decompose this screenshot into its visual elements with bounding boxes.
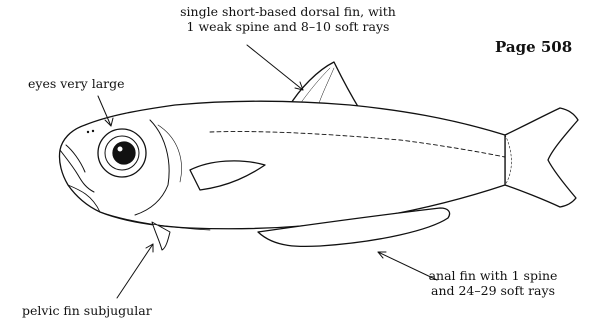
- pelvic-fin-label: pelvic fin subjugular: [22, 303, 152, 318]
- dorsal-fin-label-line2: 1 weak spine and 8–10 soft rays: [168, 19, 408, 34]
- nostril: [92, 130, 94, 132]
- dorsal-fin-pointer: [247, 45, 303, 90]
- caudal-fin: [505, 108, 578, 207]
- eyes-label-line1: eyes very large: [28, 76, 125, 91]
- anal-fin-label-line2: and 24–29 soft rays: [418, 283, 568, 298]
- eyes-label: eyes very large: [28, 76, 125, 91]
- eye-highlight: [118, 147, 123, 152]
- nostril: [87, 131, 89, 133]
- page-label: Page 508: [495, 38, 572, 56]
- anal-fin-label-line1: anal fin with 1 spine: [418, 268, 568, 283]
- dorsal-fin-label: single short-based dorsal fin, with 1 we…: [168, 4, 408, 34]
- eye-pupil: [113, 142, 135, 164]
- pelvic-fin-pointer: [117, 244, 153, 298]
- anal-fin-label: anal fin with 1 spine and 24–29 soft ray…: [418, 268, 568, 298]
- dorsal-fin-label-line1: single short-based dorsal fin, with: [168, 4, 408, 19]
- pelvic-fin-label-line1: pelvic fin subjugular: [22, 303, 152, 318]
